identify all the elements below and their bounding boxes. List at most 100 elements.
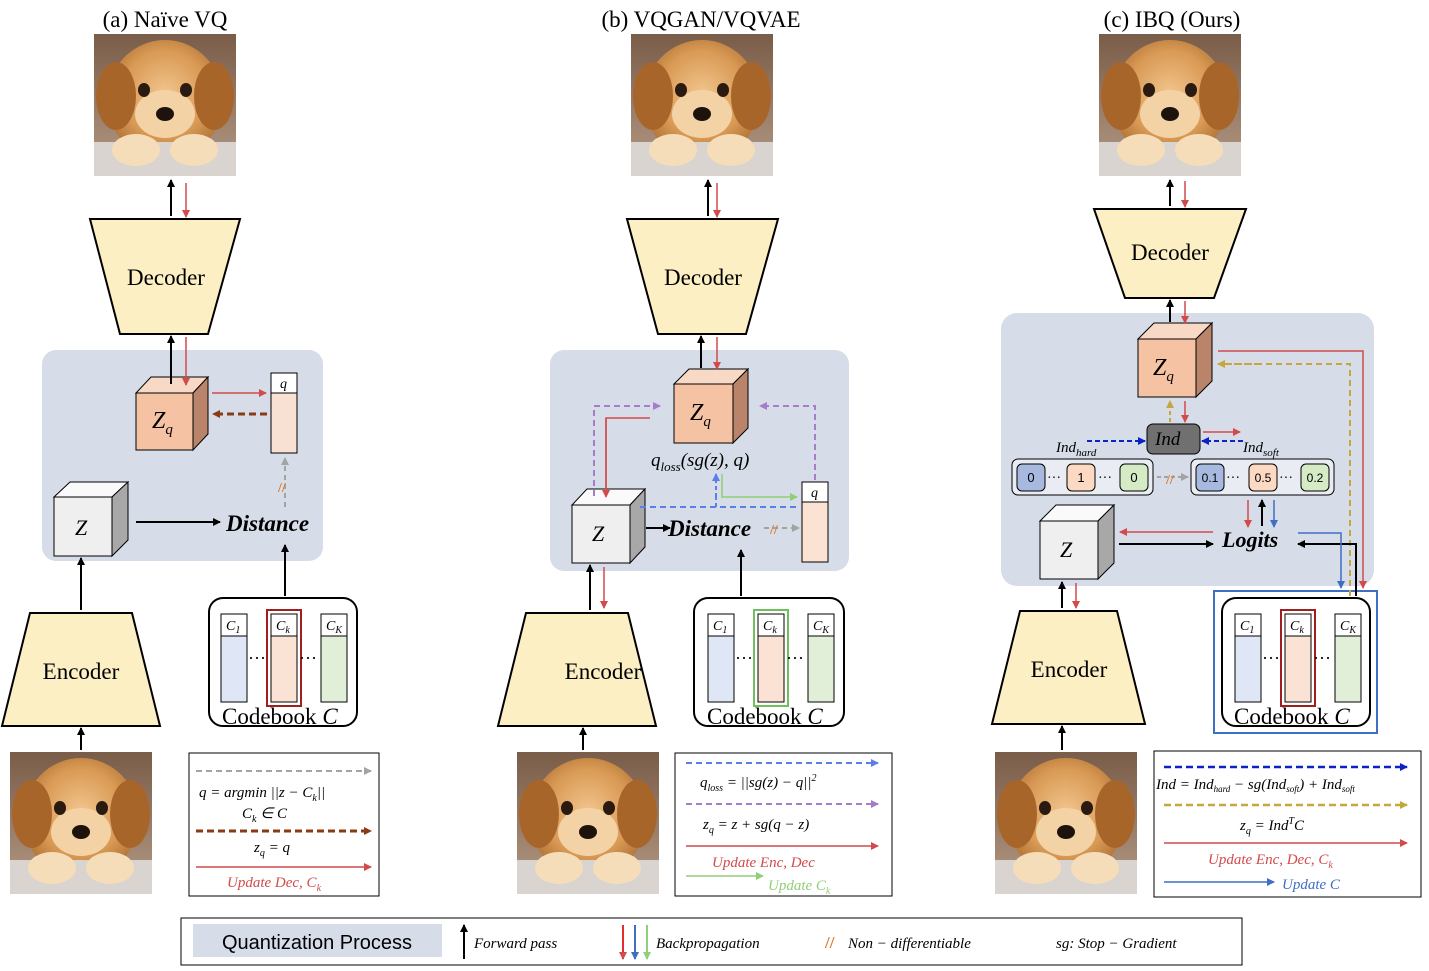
output-image (631, 34, 773, 176)
backprop-label: Backpropagation (656, 936, 760, 952)
panel-c-title: (c) IBQ (Ours) (1104, 7, 1241, 32)
svg-text:···: ··· (1226, 471, 1240, 486)
svg-text:zq = q: zq = q (253, 840, 290, 859)
svg-text:···: ··· (735, 648, 753, 668)
svg-text://: // (769, 523, 779, 538)
q-vector (801, 501, 829, 563)
codebook: C1 Ck CK ··· ··· Codebook C (1221, 597, 1371, 729)
svg-text:Ck: Ck (1290, 619, 1304, 636)
legend-b: qloss = ||sg(z) − q||2 zq = z + sg(q − z… (674, 752, 893, 897)
z-cube: Z (1038, 503, 1116, 581)
logits-label: Logits (1221, 527, 1278, 552)
q-vector (270, 392, 298, 454)
encoder-block (990, 610, 1147, 725)
panel-c: (c) IBQ (Ours) Decoder Zq Ind Indhard In… (990, 7, 1422, 898)
z-label: Z (592, 521, 605, 546)
qloss-label: qloss(sg(z), q) (651, 450, 749, 474)
svg-text:C1: C1 (226, 619, 240, 636)
decoder-block (88, 218, 242, 335)
svg-text:C1: C1 (713, 619, 727, 636)
svg-text:···: ··· (1279, 471, 1293, 486)
svg-text:Ck ∈ C: Ck ∈ C (242, 806, 288, 825)
svg-text:···: ··· (299, 648, 317, 668)
non-differentiable-label: Non − differentiable (847, 936, 971, 952)
distance-label: Distance (667, 516, 751, 541)
zq-label: Zq (1153, 355, 1174, 385)
decoder-label: Decoder (664, 265, 742, 290)
bottom-legend: Quantization Process Forward pass Backpr… (180, 917, 1243, 966)
decoder-label: Decoder (127, 265, 205, 290)
svg-text:···: ··· (786, 648, 804, 668)
q-label: q (280, 377, 287, 392)
decoder-block (1092, 208, 1248, 299)
output-image (94, 34, 236, 176)
panel-a-title: (a) Naïve VQ (103, 7, 228, 32)
hard-index-vector: 0 1 0 ··· ··· (1011, 458, 1154, 496)
svg-text:1: 1 (1077, 470, 1084, 485)
q-label: q (811, 486, 818, 501)
decoder-block (625, 218, 780, 335)
svg-text://: // (1165, 473, 1175, 488)
stop-gradient-label: sg: Stop − Gradient (1056, 936, 1177, 952)
svg-text:q = argmin ||z − Ck||: q = argmin ||z − Ck|| (199, 785, 325, 804)
zq-cube: Zq (134, 375, 210, 452)
zq-label: Zq (152, 408, 173, 438)
svg-text:CK: CK (813, 619, 830, 636)
encoder-block (0, 612, 162, 727)
svg-text:···: ··· (1098, 471, 1112, 486)
zq-cube: Zq (1136, 321, 1214, 399)
svg-text:0: 0 (1027, 470, 1034, 485)
svg-text:Update C: Update C (1282, 877, 1341, 893)
quantization-label: Quantization Process (222, 932, 412, 954)
output-image (1099, 34, 1241, 176)
panel-a: (a) Naïve VQ Decoder Zq q Z Distance Enc… (0, 7, 380, 897)
zq-cube: Zq (672, 367, 750, 445)
svg-text:Ck: Ck (763, 619, 777, 636)
svg-text:Update Enc, Dec: Update Enc, Dec (712, 855, 815, 871)
svg-text:0.2: 0.2 (1307, 471, 1324, 485)
codebook: C1 Ck CK ··· ··· Codebook C (208, 597, 358, 729)
decoder-label: Decoder (1131, 240, 1209, 265)
svg-text:CK: CK (1340, 619, 1357, 636)
codebook-label: Codebook C (1234, 704, 1350, 729)
svg-text:0: 0 (1130, 470, 1137, 485)
svg-text:C1: C1 (1240, 619, 1254, 636)
ind-box (1146, 423, 1201, 455)
svg-text:0.5: 0.5 (1255, 471, 1272, 485)
ind-soft-label: Indsoft (1242, 440, 1280, 459)
codebook-label: Codebook C (707, 704, 823, 729)
svg-text://: // (277, 481, 287, 496)
z-cube: Z (570, 487, 647, 565)
encoder-label: Encoder (1031, 657, 1108, 682)
svg-text:CK: CK (326, 619, 343, 636)
input-image (995, 752, 1137, 894)
svg-text:···: ··· (248, 648, 266, 668)
svg-text:Update Ck: Update Ck (768, 878, 831, 897)
panel-b: (b) VQGAN/VQVAE Decoder Zq qloss(sg(z), … (496, 7, 893, 897)
svg-text:0.1: 0.1 (1202, 471, 1219, 485)
svg-text:Update Enc, Dec, Ck: Update Enc, Dec, Ck (1208, 852, 1333, 871)
ind-hard-label: Indhard (1055, 440, 1097, 459)
input-image (517, 752, 659, 894)
non-differentiable-icon: // (824, 933, 835, 952)
legend-a: q = argmin ||z − Ck|| Ck ∈ C zq = q Upda… (188, 752, 380, 897)
svg-text:···: ··· (1262, 648, 1280, 668)
zq-label: Zq (690, 400, 711, 430)
z-label: Z (1060, 537, 1073, 562)
svg-text:···: ··· (1047, 471, 1061, 486)
codebook-update-frame (1213, 590, 1378, 734)
distance-label: Distance (225, 511, 309, 536)
codebook-label: Codebook C (222, 704, 338, 729)
soft-logit-vector: 0.1 0.5 0.2 ··· ··· (1190, 458, 1335, 496)
panel-b-title: (b) VQGAN/VQVAE (601, 7, 800, 32)
svg-text:···: ··· (1313, 648, 1331, 668)
svg-text:zq = IndTC: zq = IndTC (1239, 816, 1305, 837)
forward-label: Forward pass (473, 936, 557, 952)
svg-text:Ind = Indhard − sg(Indsoft) +: Ind = Indhard − sg(Indsoft) + Indsoft (1155, 777, 1355, 794)
legend-c: Ind = Indhard − sg(Indsoft) + Indsoft zq… (1153, 750, 1422, 898)
encoder-block (496, 612, 658, 727)
codebook: C1 Ck CK ··· ··· Codebook C (693, 597, 845, 729)
z-label: Z (75, 515, 88, 540)
svg-text:Update Dec, Ck: Update Dec, Ck (227, 875, 322, 894)
